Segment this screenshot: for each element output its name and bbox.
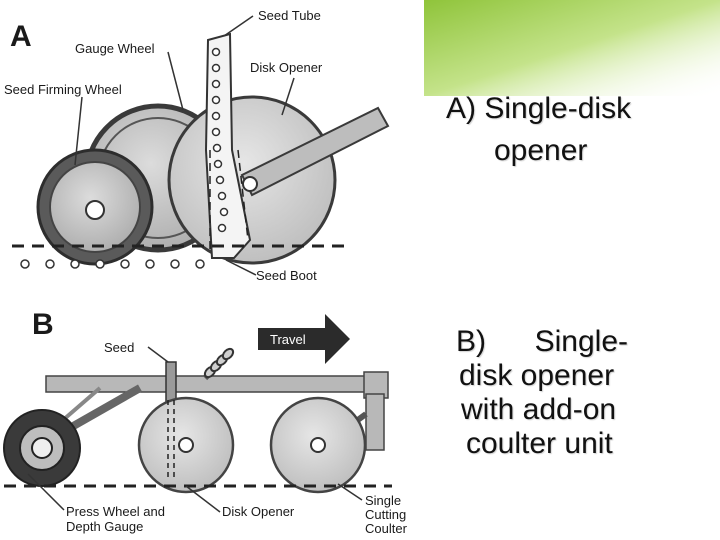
label-coulter-1: Single [365,493,401,508]
label-seed-tube: Seed Tube [258,8,321,23]
label-disk-opener-b: Disk Opener [222,504,295,519]
disk-opener-b-hub [178,437,194,453]
label-press-wheel-2: Depth Gauge [66,519,143,534]
caption-a-line2: opener [494,134,588,167]
label-seed-boot: Seed Boot [256,268,317,283]
label-gauge-wheel: Gauge Wheel [75,41,155,56]
caption-b-word2: Single- [534,325,628,358]
seed-firming-wheel-hub [85,200,105,220]
travel-arrow [258,314,350,364]
seed-tube [204,32,252,259]
diagram-b: B Travel [3,308,408,536]
caption-b-line1: B) Single- [456,325,628,359]
caption-b: B) Single- disk opener with add-on coult… [456,325,636,461]
label-disk-opener-a: Disk Opener [250,60,323,75]
diagram-a-letter: A [10,20,32,53]
leader-lines-b [27,346,363,513]
cutting-coulter-hub [310,437,326,453]
label-seed: Seed [104,340,134,355]
diagram-b-letter: B [32,308,54,341]
label-coulter-2: Cutting [365,507,406,522]
diagram-a: A [4,8,390,283]
label-seed-firming-wheel: Seed Firming Wheel [4,82,122,97]
travel-label: Travel [270,332,306,347]
spring [202,347,235,381]
caption-b-line4: coulter unit [466,427,613,460]
arm-pivot [242,176,258,192]
planted-seeds-a [20,259,205,269]
caption-b-word1: B) [456,325,486,358]
caption-a-line1: A) Single-disk [446,92,632,125]
green-corner-decoration [424,0,720,96]
label-press-wheel-1: Press Wheel and [66,504,165,519]
caption-b-line2: disk opener [459,359,615,392]
seed-tube-seeds [211,47,229,233]
seed-tube-dash-right [237,149,249,241]
label-coulter-3: Coulter [365,521,408,536]
leader-lines-a [74,15,295,276]
press-wheel-hub [31,437,53,459]
caption-b-line3: with add-on [461,393,617,426]
coulter-shank [365,393,385,451]
